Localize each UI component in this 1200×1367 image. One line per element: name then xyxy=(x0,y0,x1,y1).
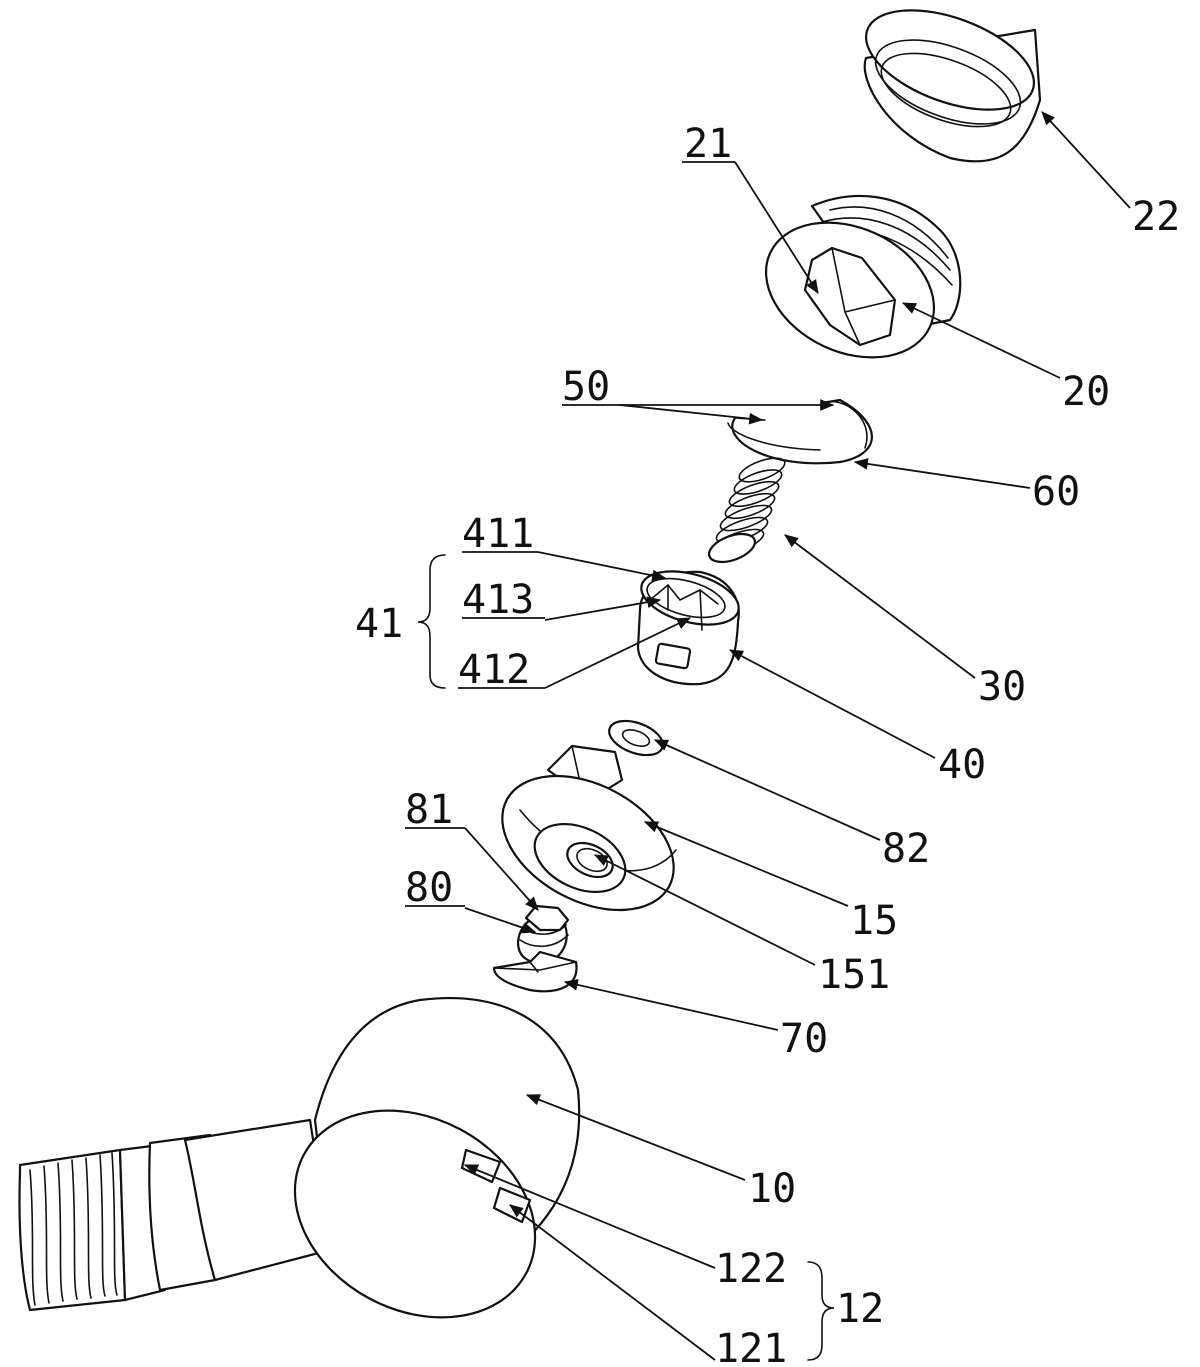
label-121: 121 xyxy=(715,1326,787,1367)
brace-12 xyxy=(807,1261,835,1361)
part-15-flange xyxy=(501,744,677,912)
label-82: 82 xyxy=(882,826,930,872)
label-50: 50 xyxy=(562,364,610,410)
label-10: 10 xyxy=(748,1166,796,1212)
label-40: 40 xyxy=(938,742,986,788)
leader-lines xyxy=(463,111,1131,1361)
part-60-wire-clip xyxy=(727,398,873,465)
label-30: 30 xyxy=(978,664,1026,710)
label-15: 15 xyxy=(850,898,898,944)
label-12: 12 xyxy=(836,1286,884,1332)
label-411: 411 xyxy=(462,511,534,557)
label-21: 21 xyxy=(684,121,732,167)
brace-41 xyxy=(417,554,446,689)
label-412: 412 xyxy=(458,647,530,693)
label-underlines xyxy=(405,161,735,907)
label-81: 81 xyxy=(405,787,453,833)
part-70-half-disc xyxy=(492,950,578,993)
label-80: 80 xyxy=(405,865,453,911)
label-151: 151 xyxy=(818,952,890,998)
part-40-cam-sleeve xyxy=(636,570,740,686)
reference-numerals: 22 21 20 50 60 30 41 411 413 412 40 82 1… xyxy=(355,121,1180,1367)
label-22: 22 xyxy=(1132,194,1180,240)
label-41: 41 xyxy=(355,601,403,647)
label-413: 413 xyxy=(462,577,534,623)
label-60: 60 xyxy=(1032,469,1080,515)
label-122: 122 xyxy=(715,1246,787,1292)
part-10-valve-body xyxy=(18,997,581,1319)
part-30-spring xyxy=(707,457,786,564)
part-22-ring xyxy=(863,9,1042,163)
part-20-cap xyxy=(764,194,962,359)
label-20: 20 xyxy=(1062,369,1110,415)
label-70: 70 xyxy=(780,1016,828,1062)
